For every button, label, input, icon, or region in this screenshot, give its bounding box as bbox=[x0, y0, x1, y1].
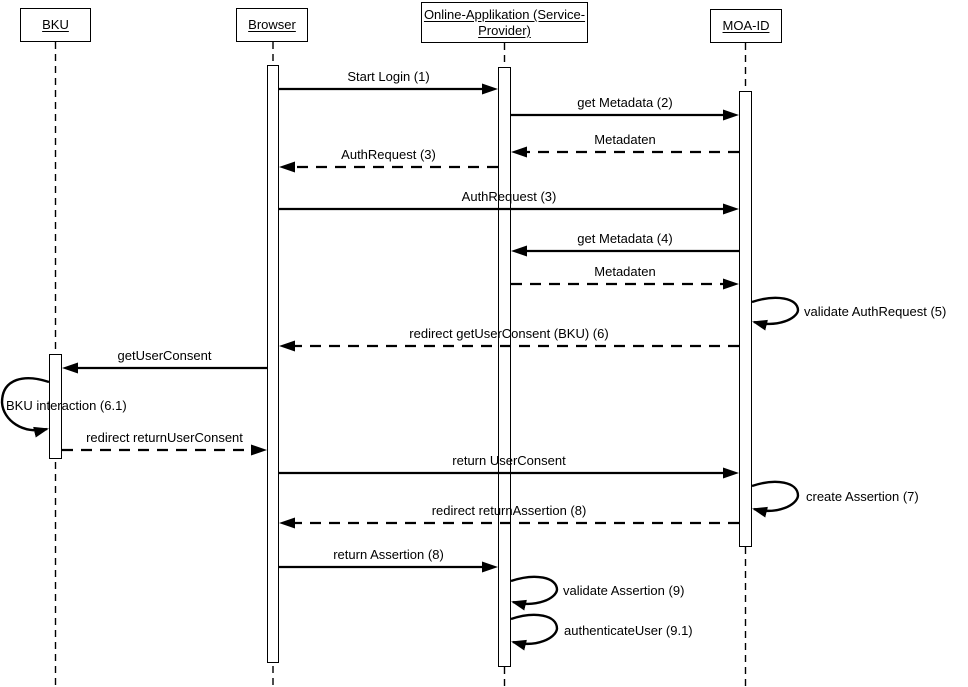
self-message-label: create Assertion (7) bbox=[806, 489, 919, 504]
self-message-label: BKU interaction (6.1) bbox=[6, 398, 127, 413]
actor-label: BKU bbox=[42, 17, 69, 32]
message-arrowhead bbox=[723, 278, 739, 290]
actor-label: Provider) bbox=[478, 22, 531, 38]
self-message-label: authenticateUser (9.1) bbox=[564, 623, 693, 638]
message-label: get Metadata (4) bbox=[577, 231, 673, 246]
message-label: return Assertion (8) bbox=[333, 547, 444, 562]
message-arrowhead bbox=[723, 467, 739, 479]
self-message-loop bbox=[510, 575, 559, 611]
message-arrowhead bbox=[482, 83, 498, 95]
actor-moa-id: MOA-ID bbox=[710, 9, 782, 43]
actor-label: Browser bbox=[248, 17, 296, 32]
message-arrowhead bbox=[279, 161, 295, 173]
message-arrowhead bbox=[482, 561, 498, 573]
self-message-loop bbox=[510, 613, 559, 651]
actor-label: Online-Applikation (Service- bbox=[423, 6, 586, 22]
message-arrowhead bbox=[251, 444, 267, 456]
message-arrowhead bbox=[279, 340, 295, 352]
message-label: redirect getUserConsent (BKU) (6) bbox=[409, 326, 609, 341]
message-label: redirect returnUserConsent bbox=[86, 430, 243, 445]
actor-label: MOA-ID bbox=[722, 18, 770, 33]
message-label: get Metadata (2) bbox=[577, 95, 673, 110]
self-message-loop bbox=[751, 480, 800, 518]
message-label: Start Login (1) bbox=[347, 69, 430, 84]
message-arrowhead bbox=[723, 109, 739, 121]
message-arrowhead bbox=[62, 362, 78, 374]
message-arrowhead bbox=[723, 203, 739, 215]
self-message-label: validate AuthRequest (5) bbox=[804, 304, 947, 319]
message-arrowhead bbox=[511, 146, 527, 158]
actor-bku: BKU bbox=[20, 8, 91, 42]
self-message-label: validate Assertion (9) bbox=[563, 583, 685, 598]
activation-service-provider bbox=[498, 67, 511, 667]
message-arrowhead bbox=[511, 245, 527, 257]
activation-browser bbox=[267, 65, 279, 663]
message-label: Metadaten bbox=[594, 132, 656, 147]
message-label: AuthRequest (3) bbox=[341, 147, 436, 162]
self-message-loop bbox=[751, 296, 800, 331]
message-arrowhead bbox=[279, 517, 295, 529]
message-label: return UserConsent bbox=[452, 453, 566, 468]
message-label: redirect returnAssertion (8) bbox=[431, 503, 587, 518]
actor-browser: Browser bbox=[236, 8, 308, 42]
message-label: AuthRequest (3) bbox=[461, 189, 557, 204]
activation-moa-id bbox=[739, 91, 752, 547]
actor-service-provider: Online-Applikation (Service-Provider) bbox=[421, 2, 588, 43]
message-label: getUserConsent bbox=[117, 348, 212, 363]
message-label: Metadaten bbox=[594, 264, 656, 279]
